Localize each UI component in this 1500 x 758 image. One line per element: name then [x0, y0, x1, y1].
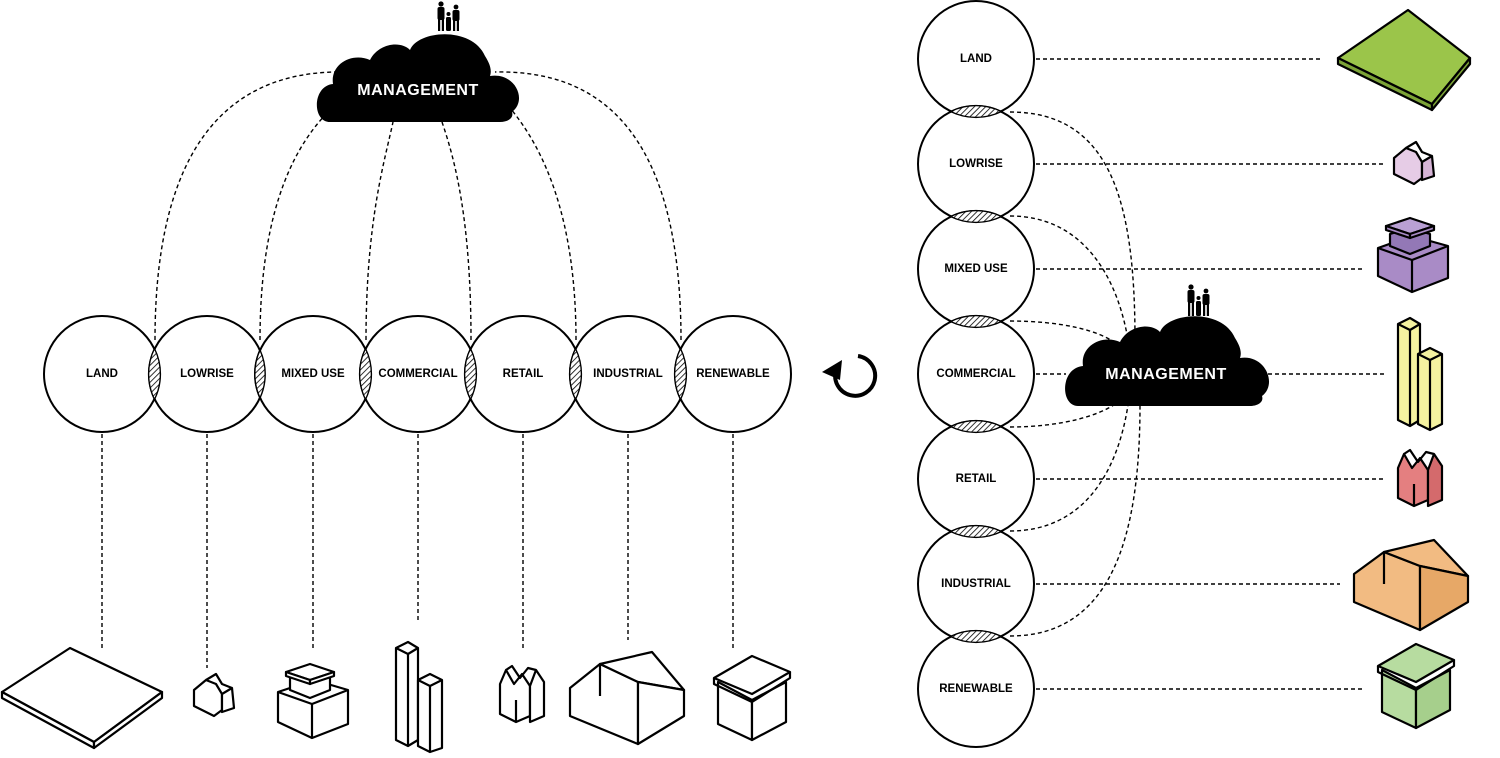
commercial-towers-icon — [394, 640, 444, 754]
rotate-arrow-icon — [822, 354, 878, 398]
commercial-towers-icon — [1396, 316, 1444, 432]
right-management-cloud: MANAGEMENT — [1065, 284, 1270, 406]
left-building-leaders — [101, 434, 734, 668]
right-overlap-lenses — [948, 104, 1004, 644]
left-management-label: MANAGEMENT — [357, 82, 478, 99]
right-label-lowrise: LOWRISE — [949, 158, 1003, 170]
left-overlap-lenses — [147, 346, 688, 402]
left-category-circles — [43, 315, 792, 433]
land-slab-icon — [1336, 8, 1472, 112]
left-label-retail: RETAIL — [503, 368, 544, 380]
lowrise-building-icon — [192, 672, 236, 718]
people-silhouette-icon — [437, 1, 460, 31]
right-label-mixed-use: MIXED USE — [944, 263, 1008, 275]
right-category-circles — [917, 0, 1035, 748]
left-label-commercial: COMMERCIAL — [378, 368, 457, 380]
left-label-renewable: RENEWABLE — [696, 368, 770, 380]
industrial-building-icon — [568, 650, 686, 746]
left-management-cloud: MANAGEMENT — [316, 1, 520, 123]
right-label-industrial: INDUSTRIAL — [941, 578, 1011, 590]
right-buildings — [1336, 8, 1472, 730]
right-label-commercial: COMMERCIAL — [936, 368, 1015, 380]
right-label-renewable: RENEWABLE — [939, 683, 1013, 695]
right-panel: LAND LOWRISE MIXED USE COMMERCIAL RETAIL… — [917, 0, 1472, 748]
left-label-industrial: INDUSTRIAL — [593, 368, 663, 380]
right-management-label: MANAGEMENT — [1105, 366, 1226, 383]
renewable-building-icon — [712, 654, 792, 742]
mixed-use-building-icon — [1376, 216, 1450, 294]
left-category-labels: LAND LOWRISE MIXED USE COMMERCIAL RETAIL… — [86, 368, 770, 380]
right-category-labels: LAND LOWRISE MIXED USE COMMERCIAL RETAIL… — [936, 53, 1015, 695]
mixed-use-building-icon — [276, 662, 350, 740]
industrial-building-icon — [1352, 538, 1470, 632]
left-label-lowrise: LOWRISE — [180, 368, 234, 380]
left-label-land: LAND — [86, 368, 118, 380]
retail-building-icon — [498, 664, 546, 724]
left-panel: MANAGEMENT LAND LOWRISE MIXED USE COMME — [0, 1, 792, 754]
lowrise-building-icon — [1392, 140, 1436, 186]
right-management-links — [1009, 111, 1141, 637]
right-label-retail: RETAIL — [956, 473, 997, 485]
right-label-land: LAND — [960, 53, 992, 65]
left-label-mixed-use: MIXED USE — [281, 368, 345, 380]
retail-building-icon — [1396, 448, 1444, 508]
left-management-links — [154, 71, 682, 341]
renewable-building-icon — [1376, 642, 1456, 730]
left-buildings — [0, 640, 792, 754]
people-silhouette-icon — [1187, 284, 1210, 316]
right-building-leaders — [1036, 58, 1385, 690]
land-slab-icon — [0, 646, 164, 750]
